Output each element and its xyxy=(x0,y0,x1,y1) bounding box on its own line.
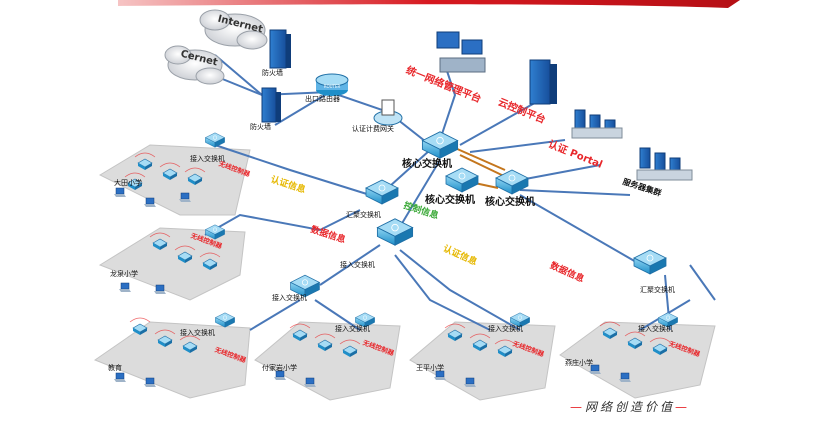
switch-icon xyxy=(354,312,376,328)
access-point-icon xyxy=(184,167,206,185)
auth-gateway-icon xyxy=(373,99,403,126)
access-point-icon xyxy=(154,329,176,347)
school-name-label: 王平小学 xyxy=(416,364,444,372)
school-name-label: 教育 xyxy=(108,364,122,372)
internet-cloud xyxy=(199,9,268,50)
laptop-icon xyxy=(619,372,631,382)
school-name-label: 燕庄小学 xyxy=(565,359,593,367)
laptop-icon xyxy=(144,377,156,387)
school-name-label: 龙泉小学 xyxy=(110,270,138,278)
school-name-label: 付家岩小学 xyxy=(262,364,297,372)
school-switch-label: 接入交换机 xyxy=(180,329,215,337)
core-switch-label-3: 核心交换机 xyxy=(485,197,535,208)
school-switch-label: 接入交换机 xyxy=(335,325,370,333)
switch-icon xyxy=(495,169,529,195)
access-point-icon xyxy=(289,323,311,341)
cernet-cloud xyxy=(164,45,225,85)
portal-servers-icon xyxy=(571,109,623,139)
access-switch-mid2-label: 接入交换机 xyxy=(272,294,307,302)
laptop-icon xyxy=(434,370,446,380)
switch-icon xyxy=(214,312,236,328)
switch-icon xyxy=(365,179,399,205)
router-label: 出口路由器 xyxy=(305,95,340,103)
school-zones xyxy=(93,144,716,401)
slogan: —网络创造价值— xyxy=(570,400,691,414)
switch-icon xyxy=(633,249,667,275)
svg-text:ROUTER: ROUTER xyxy=(324,84,341,89)
laptop-icon xyxy=(154,284,166,294)
server-cluster-icon xyxy=(636,147,693,181)
core-switch-label-1: 核心交换机 xyxy=(402,159,452,170)
laptop-icon xyxy=(274,370,286,380)
access-point-icon xyxy=(124,172,146,190)
brand-bar xyxy=(118,0,740,8)
firewall-bottom-label: 防火墙 xyxy=(250,123,271,131)
access-points xyxy=(124,152,671,357)
access-point-icon xyxy=(314,333,336,351)
laptop-icon xyxy=(119,282,131,292)
switch-icon xyxy=(657,312,679,328)
management-workstation-icon xyxy=(436,31,486,73)
auth-gateway-label: 认证计费网关 xyxy=(352,125,394,133)
access-point-icon xyxy=(649,337,671,355)
switch-icon xyxy=(204,224,226,240)
access-point-icon xyxy=(174,245,196,263)
access-point-icon xyxy=(134,152,156,170)
firewall-top-label: 防火墙 xyxy=(262,69,283,77)
laptop-icon xyxy=(114,187,126,197)
access-point-icon xyxy=(444,323,466,341)
switch-icon xyxy=(289,274,321,298)
cloud-server-icon xyxy=(529,59,557,105)
laptop-icon xyxy=(589,364,601,374)
firewall-bottom-icon xyxy=(261,87,281,123)
switch-icon xyxy=(204,132,226,148)
network-links xyxy=(204,54,716,331)
access-point-icon xyxy=(599,321,621,339)
agg-switch-right-label: 汇聚交换机 xyxy=(640,286,675,294)
access-point-icon xyxy=(179,335,201,353)
access-point-icon xyxy=(129,317,151,335)
agg-switch-left-label: 汇聚交换机 xyxy=(346,211,381,219)
switch-icon xyxy=(421,131,459,159)
switch-icon xyxy=(445,167,479,193)
school-switch-label: 接入交换机 xyxy=(638,325,673,333)
switch-icon xyxy=(509,312,531,328)
router-icon: ROUTER xyxy=(315,73,349,96)
core-switch-label-2: 核心交换机 xyxy=(425,195,475,206)
access-point-icon xyxy=(624,331,646,349)
laptop-icon xyxy=(114,372,126,382)
client-laptops xyxy=(114,187,631,387)
firewall-top-icon xyxy=(269,29,291,69)
access-point-icon xyxy=(149,232,171,250)
access-point-icon xyxy=(469,333,491,351)
switches xyxy=(204,131,679,328)
laptop-icon xyxy=(304,377,316,387)
laptop-icon xyxy=(464,377,476,387)
school-name-label: 大田小学 xyxy=(114,179,142,187)
access-point-icon xyxy=(494,339,516,357)
access-switch-top-left-label: 接入交换机 xyxy=(190,155,225,163)
access-point-icon xyxy=(199,252,221,270)
switch-icon xyxy=(376,218,414,246)
laptop-icon xyxy=(144,197,156,207)
access-point-icon xyxy=(339,339,361,357)
access-switch-mid-label: 接入交换机 xyxy=(340,261,375,269)
laptop-icon xyxy=(179,192,191,202)
access-point-icon xyxy=(159,162,181,180)
school-switch-label: 接入交换机 xyxy=(488,325,523,333)
